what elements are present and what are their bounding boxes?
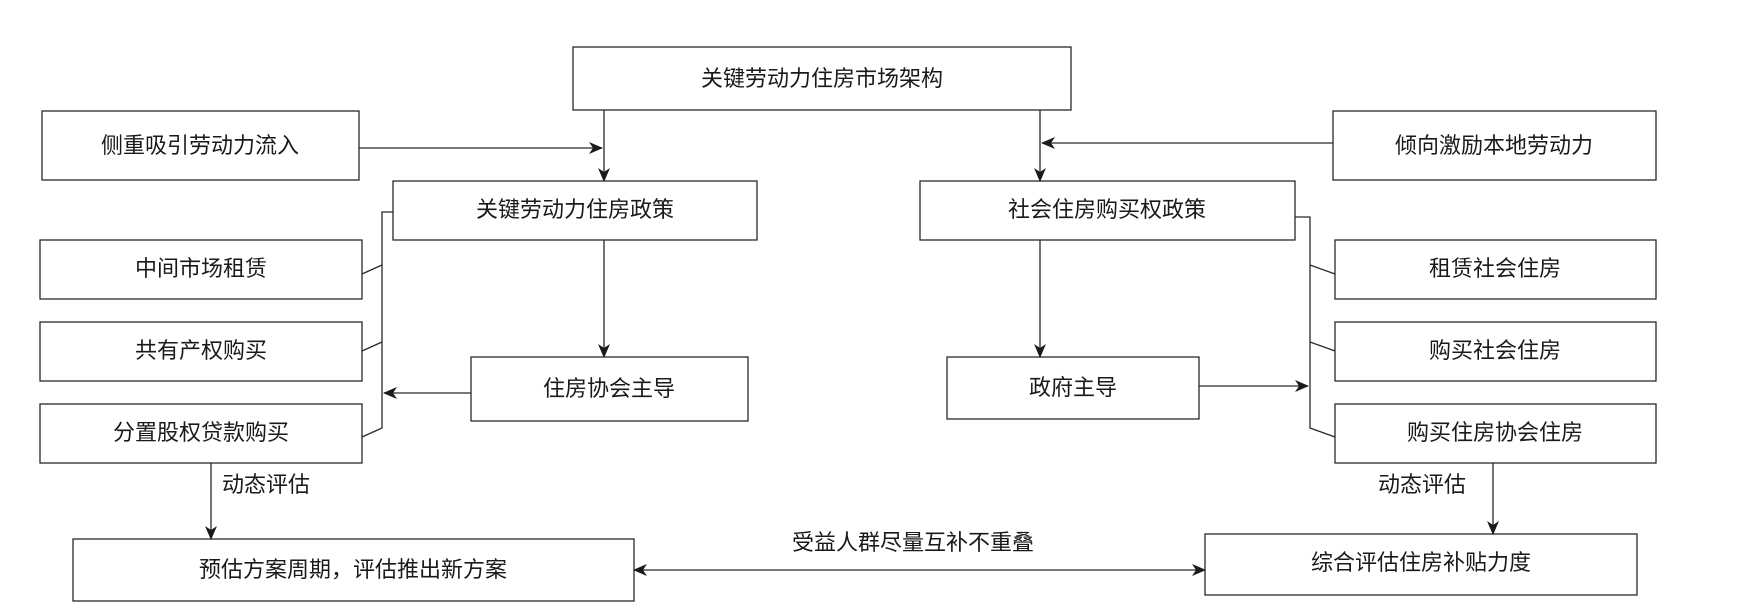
node-left-lead-label: 住房协会主导: [543, 377, 675, 402]
edge-label-left-eval: 动态评估: [222, 473, 310, 498]
node-right-opt2-label: 购买社会住房: [1429, 339, 1561, 364]
node-left-opt3: 分置股权贷款购买: [39, 403, 363, 464]
node-left-lead: 住房协会主导: [470, 356, 749, 422]
left-bracket-tick2: [361, 341, 383, 352]
node-right-policy: 社会住房购买权政策: [919, 180, 1296, 241]
node-right-policy-label: 社会住房购买权政策: [1008, 198, 1206, 223]
node-left-input-label: 侧重吸引劳动力流入: [101, 134, 299, 159]
node-right-opt1-label: 租赁社会住房: [1429, 257, 1561, 282]
node-left-bottom-label: 预估方案周期，评估推出新方案: [199, 558, 507, 583]
node-right-input-label: 倾向激励本地劳动力: [1395, 134, 1593, 159]
node-left-input: 侧重吸引劳动力流入: [41, 110, 360, 181]
node-right-opt3-label: 购买住房协会住房: [1407, 421, 1583, 446]
left-bracket: [361, 211, 393, 438]
left-bracket-tick1: [361, 264, 383, 275]
node-left-policy: 关键劳动力住房政策: [392, 180, 758, 241]
node-left-bottom: 预估方案周期，评估推出新方案: [72, 538, 635, 602]
edge-label-bottom-link: 受益人群尽量互补不重叠: [792, 531, 1034, 556]
node-top: 关键劳动力住房市场架构: [572, 46, 1072, 111]
node-right-lead-label: 政府主导: [1029, 376, 1117, 401]
right-bracket-tick2: [1309, 341, 1336, 352]
node-right-opt3: 购买住房协会住房: [1334, 403, 1657, 464]
node-left-opt2-label: 共有产权购买: [135, 339, 267, 364]
node-left-opt1: 中间市场租赁: [39, 239, 363, 300]
node-left-opt3-label: 分置股权贷款购买: [113, 421, 289, 446]
node-right-lead: 政府主导: [946, 356, 1200, 420]
node-left-policy-label: 关键劳动力住房政策: [476, 198, 674, 223]
right-bracket-tick1: [1309, 264, 1336, 275]
right-bracket: [1295, 216, 1336, 438]
node-right-input: 倾向激励本地劳动力: [1332, 110, 1657, 181]
node-right-bottom-label: 综合评估住房补贴力度: [1311, 551, 1531, 576]
node-right-opt1: 租赁社会住房: [1334, 239, 1657, 300]
node-left-opt1-label: 中间市场租赁: [135, 257, 267, 282]
node-top-label: 关键劳动力住房市场架构: [701, 67, 943, 92]
node-right-opt2: 购买社会住房: [1334, 321, 1657, 382]
node-left-opt2: 共有产权购买: [39, 321, 363, 382]
edge-label-right-eval: 动态评估: [1378, 473, 1466, 498]
node-right-bottom: 综合评估住房补贴力度: [1204, 533, 1638, 596]
